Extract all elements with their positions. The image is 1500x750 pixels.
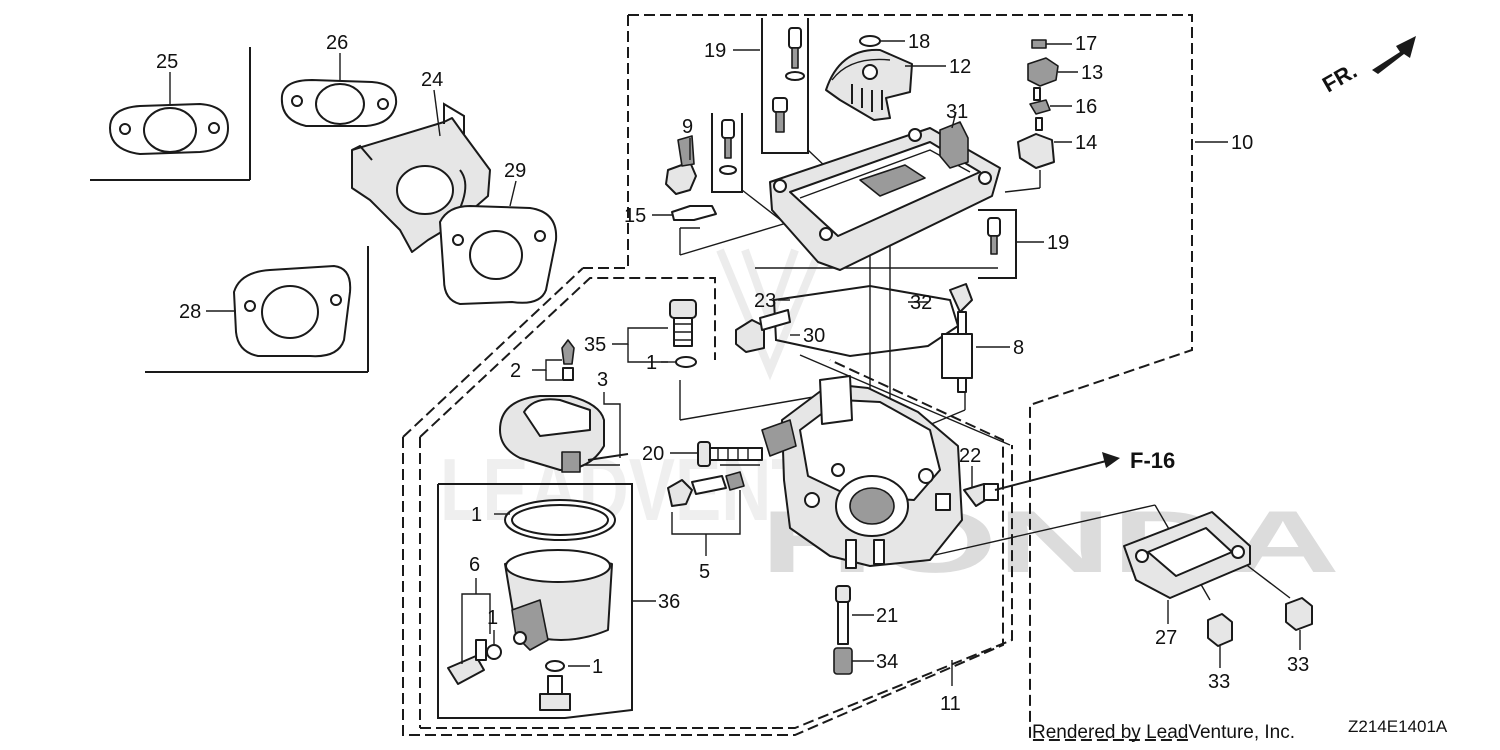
- label-21: 21: [876, 605, 898, 627]
- label-2: 2: [510, 360, 521, 382]
- label-26: 26: [326, 32, 348, 54]
- label-23: 23: [754, 290, 776, 312]
- label-10: 10: [1231, 132, 1253, 154]
- gasket-26: [280, 79, 398, 127]
- outline-inner: [419, 277, 716, 438]
- nut-33-right: [1285, 597, 1313, 631]
- label-18: 18: [908, 31, 930, 53]
- label-1-ring: 1: [471, 504, 482, 526]
- label-11: 11: [940, 693, 961, 715]
- screw-20: [697, 441, 763, 467]
- label-28: 28: [179, 301, 201, 323]
- label-31: 31: [946, 101, 968, 123]
- carburetor-cover: [769, 127, 1001, 271]
- credit-text: Rendered by LeadVenture, Inc.: [1032, 722, 1295, 743]
- front-marker: FR.: [1318, 58, 1361, 97]
- label-27: 27: [1155, 627, 1177, 649]
- label-6: 6: [469, 554, 480, 576]
- label-1-jet: 1: [646, 352, 657, 374]
- cross-reference-f16: F-16: [1130, 448, 1175, 473]
- lever-9-15: [665, 135, 717, 221]
- label-3: 3: [597, 369, 608, 391]
- jet-22: [963, 483, 999, 507]
- outline-assembly-10-left: [583, 15, 629, 269]
- label-9: 9: [682, 116, 693, 138]
- front-arrow-icon: FR.: [1318, 36, 1416, 97]
- label-29: 29: [504, 160, 526, 182]
- component-31: [939, 121, 969, 169]
- label-32: 32: [910, 292, 932, 314]
- gasket-25: [109, 103, 229, 155]
- label-17: 17: [1075, 33, 1097, 55]
- outline-assembly-11-top: [402, 267, 584, 438]
- label-1-bolt: 1: [592, 656, 603, 678]
- outline-assembly-10: [628, 14, 1193, 741]
- label-35: 35: [584, 334, 606, 356]
- label-22: 22: [959, 445, 981, 467]
- screws-upper: [719, 27, 1001, 255]
- assembly-outlines: [402, 14, 1193, 741]
- outline-assembly-11: [402, 359, 1004, 736]
- nut-33-left: [1207, 613, 1233, 647]
- label-14: 14: [1075, 132, 1097, 154]
- carburetor-body: [761, 375, 963, 569]
- label-1-drain: 1: [487, 607, 498, 629]
- needle-2: [561, 339, 575, 381]
- gasket-29: [439, 205, 558, 305]
- gasket-28: [233, 265, 352, 358]
- float-3: [499, 395, 629, 473]
- label-24: 24: [421, 69, 443, 91]
- diagram-code: Z214E1401A: [1348, 717, 1448, 736]
- elbow-27: [1123, 511, 1251, 599]
- pilot-screw-5: [667, 471, 745, 507]
- label-15: 15: [624, 205, 646, 227]
- label-33-right: 33: [1287, 654, 1309, 676]
- throttle-sector-12: [825, 48, 913, 121]
- label-36: 36: [658, 591, 680, 613]
- component-8: [941, 283, 973, 393]
- callout-ticks: [169, 40, 1301, 686]
- label-19-top: 19: [704, 40, 726, 62]
- label-5: 5: [699, 561, 710, 583]
- label-33-left: 33: [1208, 671, 1230, 693]
- label-8: 8: [1013, 337, 1024, 359]
- label-13: 13: [1081, 62, 1103, 84]
- jet-35: [669, 299, 697, 368]
- outline-inner-bottom: [420, 445, 1013, 729]
- label-30: 30: [803, 325, 825, 347]
- f16-arrow: [994, 452, 1120, 491]
- link-30: [735, 309, 791, 353]
- lever-13-14-16-17: [1017, 39, 1059, 169]
- label-12: 12: [949, 56, 971, 78]
- label-25: 25: [156, 51, 178, 73]
- label-19-right: 19: [1047, 232, 1069, 254]
- label-34: 34: [876, 651, 898, 673]
- float-bowl-36: [447, 499, 616, 711]
- part-number-labels: 25 26 24 29 28 19 18 12 17 13 16 14 10 3…: [156, 31, 1309, 715]
- label-16: 16: [1075, 96, 1097, 118]
- nozzle-21-34: [833, 585, 853, 675]
- label-20: 20: [642, 443, 664, 465]
